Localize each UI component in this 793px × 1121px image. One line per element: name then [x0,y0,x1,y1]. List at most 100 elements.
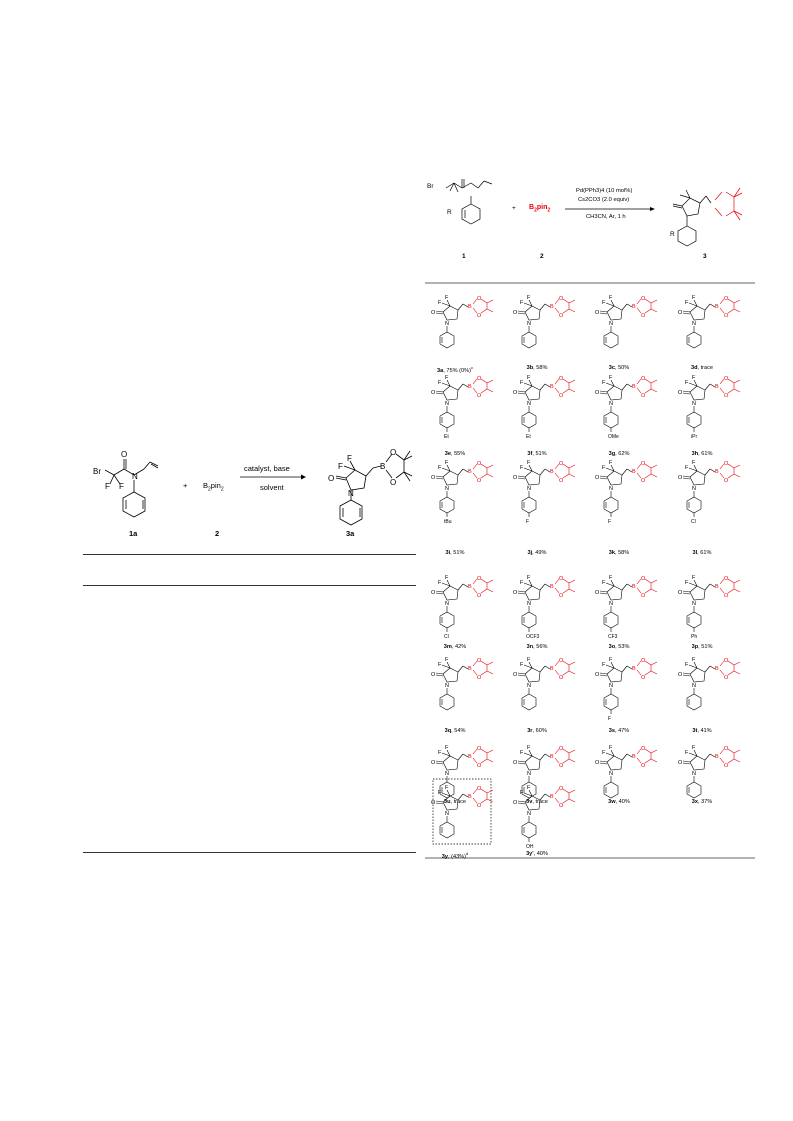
product-caption: 3r, 60% [527,728,547,734]
atom-o: O [641,593,646,599]
atom-b: B [468,304,472,310]
atom-n: N [527,401,531,407]
substituent-label: iPr [691,434,697,440]
product-caption: 3c, 50% [609,365,630,371]
atom-f: F [609,745,613,751]
product-id: 3a [437,367,444,374]
product-yield: , 55% [450,451,466,457]
atom-o: O [559,478,564,484]
atom-f: F [692,657,696,663]
compound-label-1: 1 [462,253,466,260]
atom-o: O [477,675,482,681]
product-yield: , 37% [697,799,713,805]
substituent-label: Et [444,434,449,440]
atom-o: O [559,803,564,809]
product-caption: 3k, 58% [609,550,630,556]
atom-o: O [678,760,683,766]
atom-o: O [431,590,436,596]
atom-o: O [477,576,482,582]
atom-f: F [692,575,696,581]
atom-n: N [132,472,138,481]
atom-o: O [513,310,518,316]
product-caption: 3s, 47% [609,728,630,734]
atom-o: O [678,672,683,678]
substituent-label: CF3 [608,634,618,640]
substituent-label: F [608,519,611,525]
atom-f: F [119,482,124,491]
product-id: 3b [526,365,534,371]
atom-b: B [632,666,636,672]
atom-br: Br [93,467,101,476]
atom-b: B [468,384,472,390]
atom-f: F [520,300,524,306]
atom-n: N [692,601,696,607]
atom-f: F [445,375,449,381]
atom-o: O [641,296,646,302]
atom-o: O [641,763,646,769]
atom-o: O [431,390,436,396]
atom-o: O [477,461,482,467]
product-yield: , 40% [615,799,630,805]
product-caption: 3y, (43%)d [442,851,469,860]
atom-o: O [477,786,482,792]
atom-f: F [685,750,689,756]
atom-o: O [559,786,564,792]
product-yield: , 47% [614,728,630,734]
atom-n: N [609,683,613,689]
atom-o: O [477,658,482,664]
r-group-label-product: R [670,231,675,238]
atom-f: F [438,300,442,306]
substituent-label: F [526,519,529,525]
product-caption: 3p, 51% [692,644,713,650]
product-id: 3c [608,365,615,371]
atom-o: O [328,474,334,483]
atom-b: B [632,584,636,590]
product-id: 3i [445,550,451,556]
plus-sign: + [183,481,188,490]
atom-f: F [445,657,449,663]
substituent-label: OMe [608,434,619,440]
product-3a-structure [335,450,413,526]
atom-b: B [632,304,636,310]
atom-o: O [641,658,646,664]
product-yield: , 60% [532,728,547,734]
atom-b: B [380,462,385,471]
atom-n: N [445,486,449,492]
compound-label-2: 2 [215,529,220,538]
product-3-core [672,189,712,247]
atom-o: O [477,393,482,399]
r-group-label: R [447,209,452,216]
compound-label-2: 2 [540,253,544,260]
atom-f: F [527,785,531,791]
atom-f: F [338,462,343,471]
atom-o: O [724,393,729,399]
atom-o: O [595,590,600,596]
product-id: 3v [526,799,533,805]
atom-b: B [550,794,554,800]
atom-f: F [347,454,352,463]
atom-o: O [477,376,482,382]
product-caption: 3i, 51% [446,550,465,556]
atom-f: F [527,460,531,466]
product-yield: , 56% [533,644,548,650]
atom-b: B [468,666,472,672]
atom-o: O [678,310,683,316]
atom-f: F [438,580,442,586]
product-yield: , 51% [450,550,465,556]
atom-o: O [431,672,436,678]
product-yield: , trace [697,365,714,371]
product-id: 3p [691,644,699,650]
atom-f: F [602,580,606,586]
atom-o: O [477,478,482,484]
product-id: 3r [527,728,533,734]
product-yield: , 75% (0%) [443,367,471,374]
substituent-label: Cl [691,519,696,525]
